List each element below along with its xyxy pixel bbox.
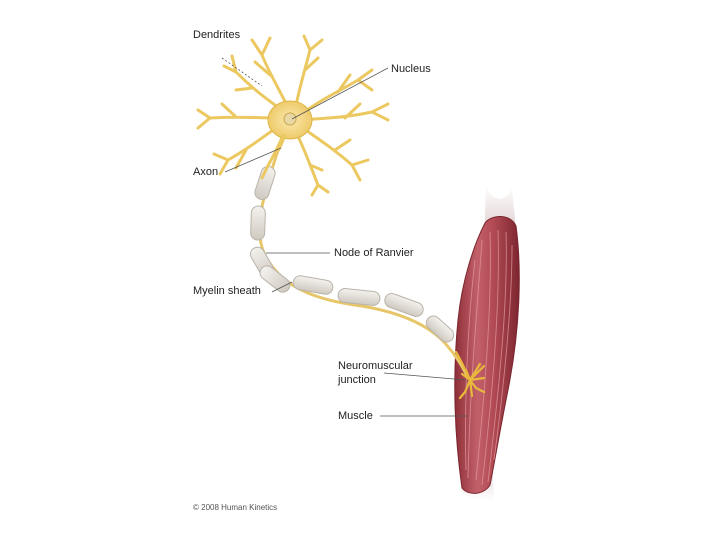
leader-nucleus <box>291 67 389 120</box>
label-dendrites: Dendrites <box>193 29 241 41</box>
muscle-fibers <box>465 229 513 486</box>
myelin-segments <box>250 165 455 343</box>
copyright-credit: © 2008 Human Kinetics <box>193 503 278 512</box>
label-muscle: Muscle <box>338 410 373 422</box>
leader-dendrites <box>221 57 263 87</box>
label-neuromuscular-line2: junction <box>338 374 376 386</box>
label-myelin-sheath: Myelin sheath <box>193 285 261 297</box>
label-node-of-ranvier: Node of Ranvier <box>334 247 414 259</box>
leader-myelin <box>271 281 293 293</box>
neuromuscular-junction <box>454 350 486 400</box>
axon-group <box>250 146 486 400</box>
label-axon: Axon <box>193 166 219 178</box>
leader-nmj <box>383 372 467 381</box>
leader-axon <box>224 147 282 173</box>
dendrites <box>196 34 390 197</box>
axon-core <box>258 146 470 379</box>
muscle-group <box>454 185 520 501</box>
leader-lines <box>221 57 468 417</box>
neuron-cell <box>196 34 390 197</box>
label-neuromuscular-line1: Neuromuscular <box>338 360 413 372</box>
nucleus <box>283 112 297 126</box>
label-nucleus: Nucleus <box>391 63 431 75</box>
